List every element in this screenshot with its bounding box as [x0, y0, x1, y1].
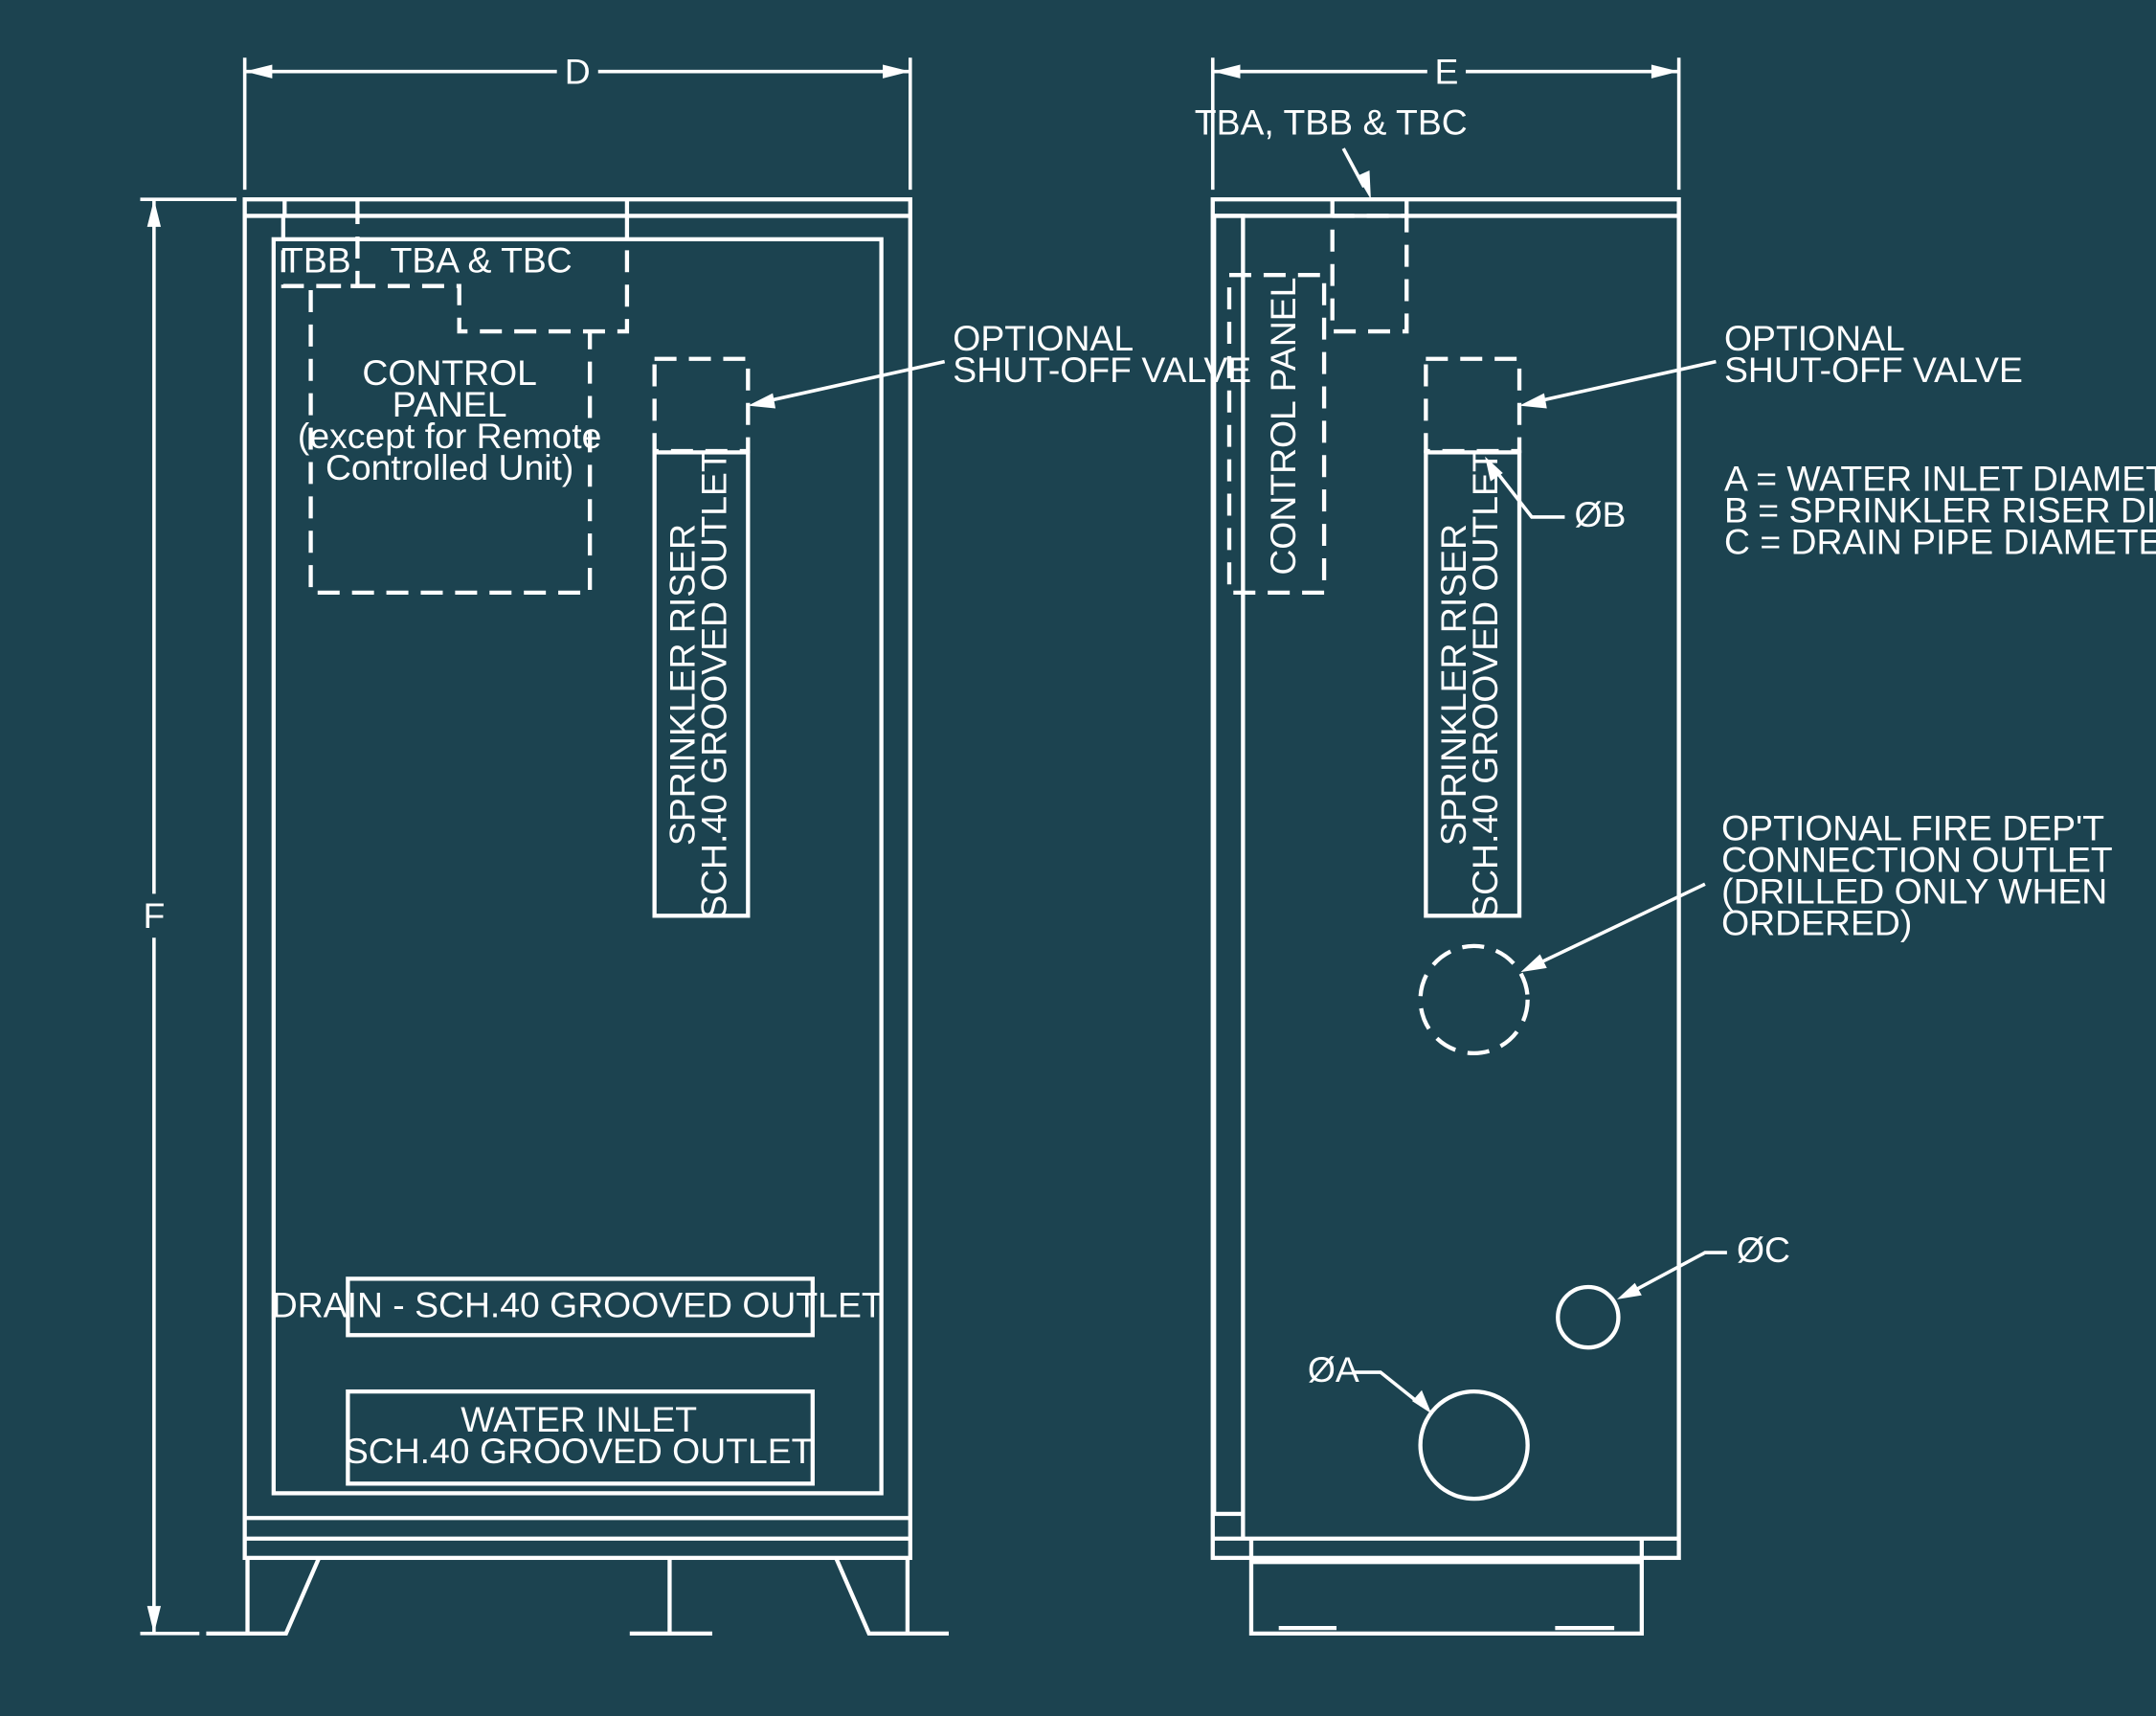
control-panel-line-4: Controlled Unit)	[326, 447, 573, 487]
side-control-panel-label: CONTROL PANEL	[1263, 278, 1303, 576]
side-riser-line-2: SCH.40 GROOVED OUTLET	[1465, 450, 1505, 918]
side-shutoff-valve: OPTIONAL SHUT-OFF VALVE	[1424, 318, 2023, 454]
dia-b-label: ØB	[1574, 494, 1626, 534]
control-panel-line-2: PANEL	[393, 384, 507, 424]
front-terminal-boxes: TBB TBA & TBC	[281, 215, 630, 596]
fire-dept-line-4: ORDERED)	[1721, 902, 1912, 942]
front-water-inlet: WATER INLET SCH.40 GROOVED OUTLET	[345, 1389, 815, 1486]
legend: A = WATER INLET DIAMETER B = SPRINKLER R…	[1724, 459, 2156, 562]
dimension-d: D	[242, 52, 912, 191]
side-terminal-boxes: TBA, TBB & TBC	[1195, 102, 1468, 334]
side-control-panel: CONTROL PANEL	[1226, 273, 1327, 596]
front-shutoff-line-1: OPTIONAL	[953, 318, 1134, 358]
dimension-f: F	[140, 197, 237, 1636]
front-riser-line-1: SPRINKLER RISER	[662, 524, 702, 846]
front-legs	[206, 1557, 949, 1636]
side-base	[1248, 1538, 1645, 1636]
fire-dept-connection: OPTIONAL FIRE DEP'T CONNECTION OUTLET (D…	[1418, 807, 2113, 1056]
front-cabinet	[242, 197, 912, 1561]
side-shutoff-line-2: SHUT-OFF VALVE	[1724, 350, 2023, 390]
front-drain: DRAIN - SCH.40 GROOVED OUTLET	[272, 1276, 884, 1338]
legend-a: A = WATER INLET DIAMETER	[1724, 459, 2156, 499]
front-shutoff-valve: OPTIONAL SHUT-OFF VALVE	[652, 318, 1251, 454]
legend-c: C = DRAIN PIPE DIAMETER	[1724, 522, 2156, 562]
fire-dept-line-2: CONNECTION OUTLET	[1721, 839, 2113, 879]
front-sprinkler-riser: SPRINKLER RISER SCH.40 GROOVED OUTLET	[652, 450, 751, 919]
control-panel-line-1: CONTROL	[362, 352, 537, 393]
fire-dept-line-3: (DRILLED ONLY WHEN	[1721, 870, 2107, 911]
dia-c-label: ØC	[1737, 1230, 1790, 1270]
dimension-f-label: F	[143, 895, 165, 936]
drain-label: DRAIN - SCH.40 GROOVED OUTLET	[272, 1285, 884, 1325]
tba-tbc-label: TBA & TBC	[391, 239, 573, 280]
dia-a-callout: ØA	[1308, 1349, 1530, 1502]
tbb-label: TBB	[281, 239, 351, 280]
front-view: D F	[140, 52, 1251, 1636]
dimension-d-label: D	[565, 52, 591, 92]
side-sprinkler-riser: SPRINKLER RISER SCH.40 GROOVED OUTLET	[1424, 450, 1522, 919]
dia-a-label: ØA	[1308, 1349, 1359, 1389]
front-riser-line-2: SCH.40 GROOVED OUTLET	[693, 450, 733, 918]
water-inlet-line-2: SCH.40 GROOVED OUTLET	[345, 1431, 814, 1471]
dia-b-callout: ØB	[1485, 456, 1626, 534]
water-inlet-line-1: WATER INLET	[460, 1399, 697, 1439]
dimension-e: E	[1210, 52, 1681, 191]
side-shutoff-line-1: OPTIONAL	[1724, 318, 1905, 358]
terminal-boxes-label: TBA, TBB & TBC	[1195, 102, 1468, 143]
side-view: E TBA, TBB & TBC CONTRO	[1195, 52, 2156, 1636]
legend-b: B = SPRINKLER RISER DIAMETER	[1724, 490, 2156, 531]
fire-dept-line-1: OPTIONAL FIRE DEP'T	[1721, 807, 2104, 847]
front-shutoff-line-2: SHUT-OFF VALVE	[953, 350, 1251, 390]
dia-c-callout: ØC	[1556, 1230, 1790, 1350]
dimension-e-label: E	[1434, 52, 1458, 92]
side-cabinet	[1210, 197, 1681, 1561]
front-control-panel-label: CONTROL PANEL (except for Remote Control…	[298, 352, 601, 487]
control-panel-line-3: (except for Remote	[298, 416, 601, 456]
side-riser-line-1: SPRINKLER RISER	[1433, 524, 1473, 846]
